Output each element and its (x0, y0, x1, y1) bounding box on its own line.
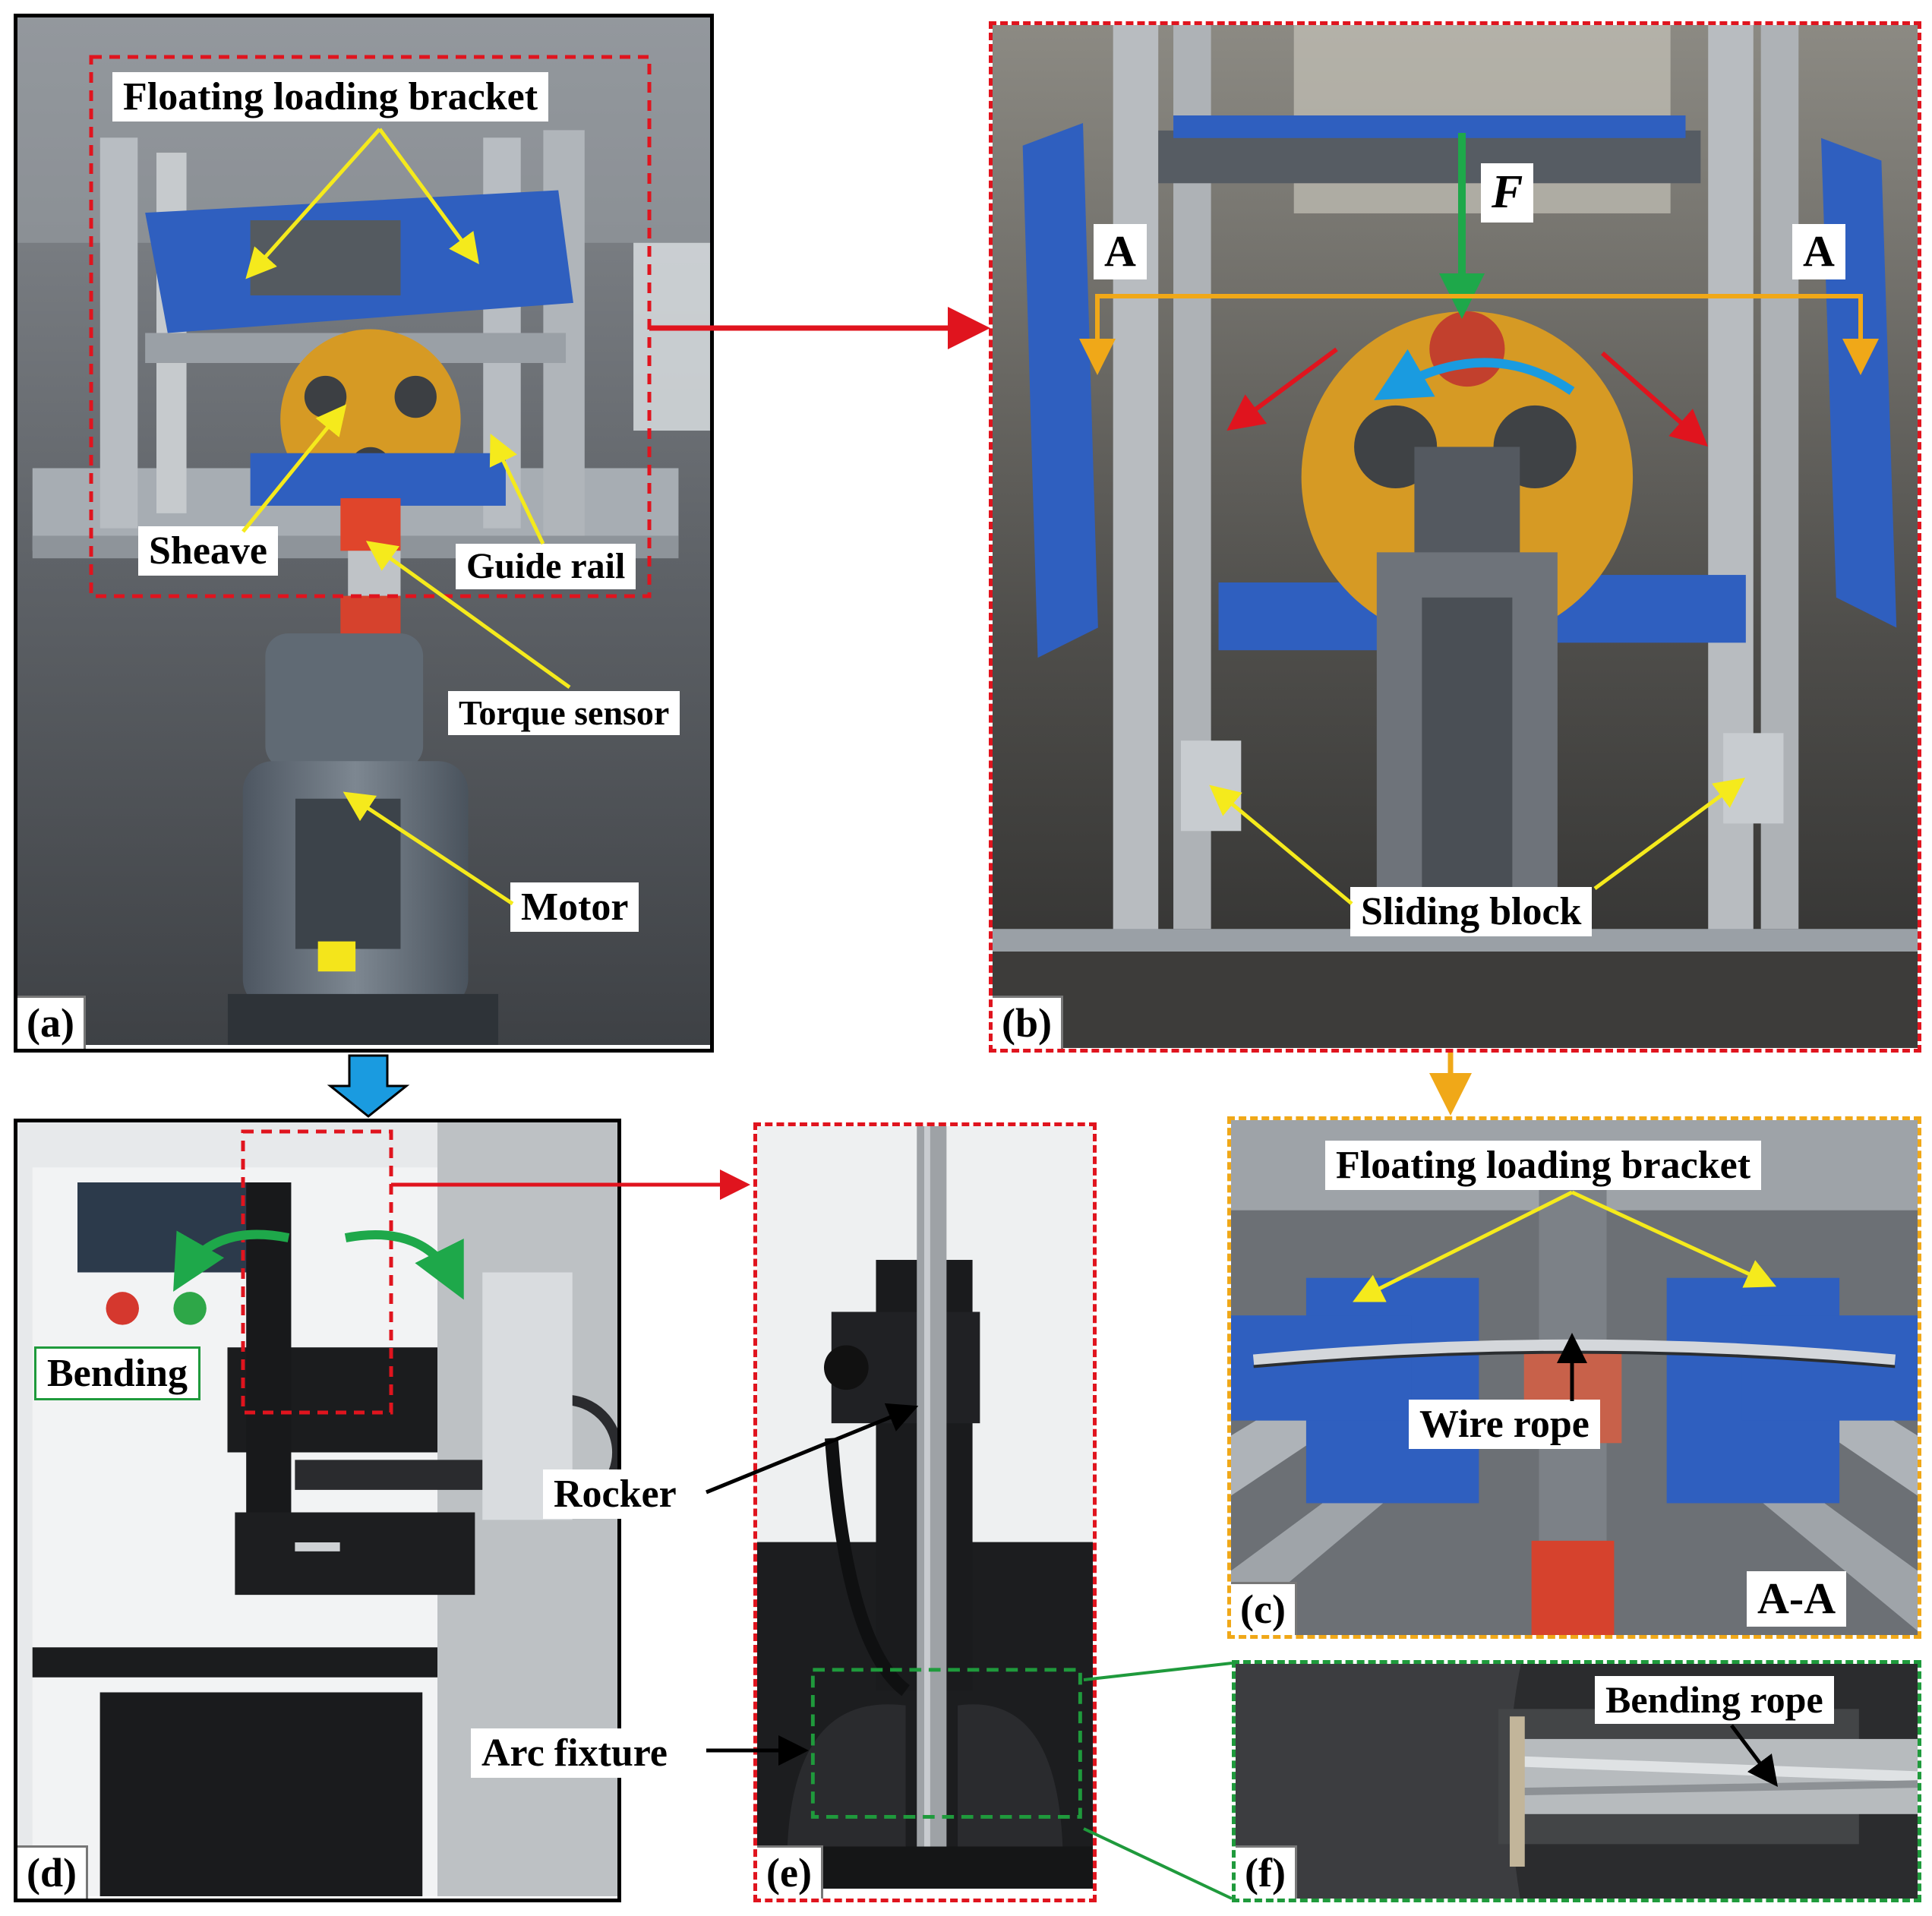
arrow-a-to-d (327, 1054, 410, 1118)
panel-e: (e) (753, 1122, 1097, 1902)
panel-f-photo (1236, 1664, 1918, 1899)
panel-b-photo (993, 25, 1918, 1048)
label-torque-sensor: Torque sensor (448, 691, 680, 735)
panel-d: (d) (14, 1119, 621, 1902)
label-section-a-a: A-A (1747, 1571, 1847, 1627)
panel-c: (c) (1227, 1116, 1921, 1639)
panel-d-tag: (d) (17, 1845, 88, 1899)
label-section-a-left: A (1094, 224, 1147, 279)
panel-c-photo (1231, 1120, 1918, 1635)
label-motor: Motor (510, 882, 639, 932)
label-guide-rail: Guide rail (456, 544, 636, 589)
label-bending: Bending (34, 1346, 200, 1400)
panel-a-tag: (a) (17, 995, 86, 1049)
panel-f: (f) (1232, 1660, 1921, 1902)
panel-f-tag: (f) (1236, 1845, 1297, 1899)
panel-e-tag: (e) (757, 1845, 823, 1899)
connector-e-f-top (1083, 1662, 1233, 1681)
label-wire-rope: Wire rope (1409, 1400, 1600, 1449)
connector-e-f-bottom (1083, 1827, 1233, 1900)
panel-b-tag: (b) (993, 995, 1063, 1049)
label-bending-rope: Bending rope (1595, 1676, 1834, 1724)
label-force-f: F (1481, 163, 1534, 223)
label-sheave: Sheave (138, 526, 278, 576)
label-sliding-block: Sliding block (1350, 887, 1593, 936)
label-floating-bracket-a: Floating loading bracket (112, 72, 549, 122)
panel-d-photo (17, 1122, 617, 1897)
panel-b: (b) (989, 21, 1921, 1053)
label-floating-bracket-c: Floating loading bracket (1325, 1141, 1762, 1190)
panel-e-photo (757, 1126, 1093, 1889)
label-arc-fixture: Arc fixture (471, 1728, 678, 1778)
label-section-a-right: A (1792, 224, 1845, 279)
label-rocker: Rocker (543, 1469, 687, 1519)
panel-c-tag: (c) (1231, 1581, 1297, 1635)
